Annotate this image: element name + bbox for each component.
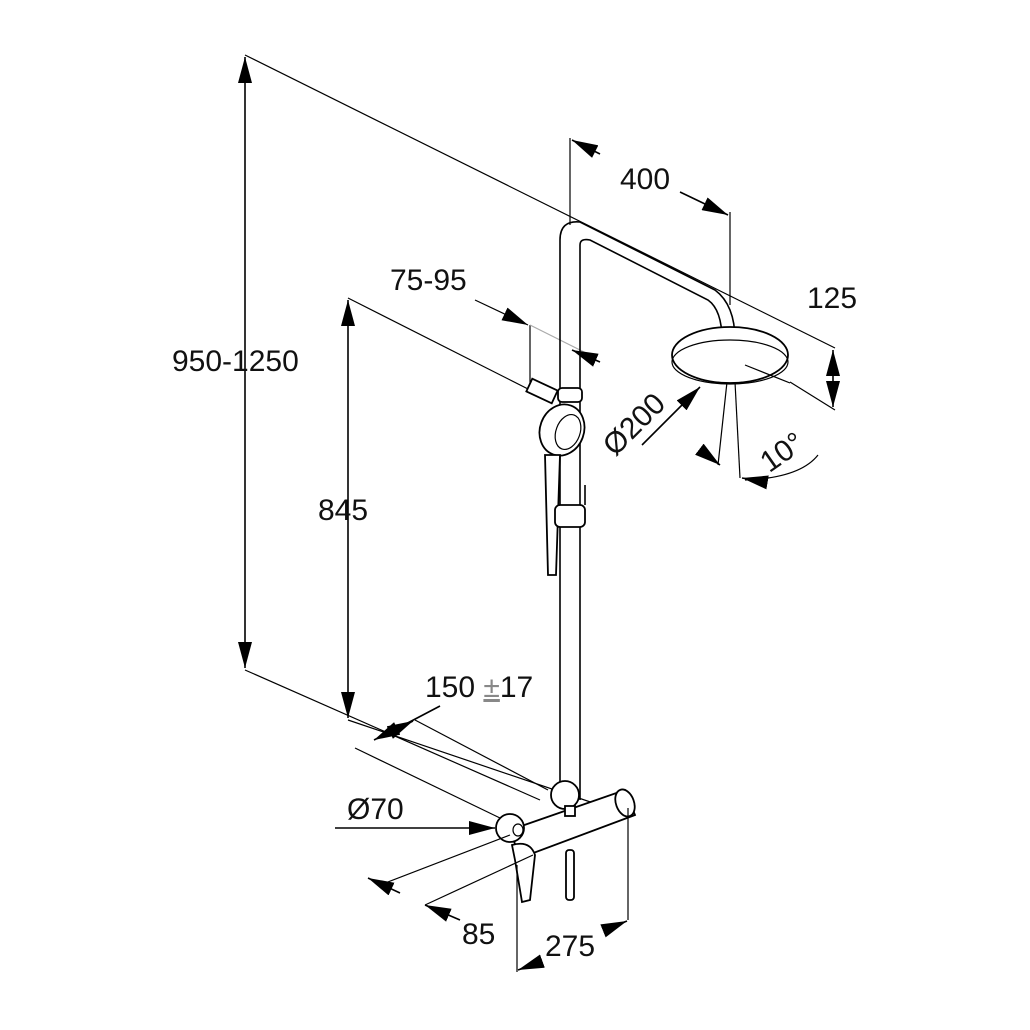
mixer-depth-label: 85 [462,918,496,951]
inlet-spacing-value: 150 [425,671,476,704]
inlet-spacing-label: 150 ±17 [425,673,533,703]
inlet-spacing-dimension [354,705,549,819]
total-height-label: 950-1250 [172,345,299,378]
shower-rail [559,221,791,800]
thermostatic-mixer [495,780,637,904]
hand-shower [525,377,586,576]
arm-length-dimension [569,138,731,305]
mixer-width-label: 275 [545,930,596,963]
arm-length-label: 400 [620,163,671,196]
total-height-dimension [238,54,836,801]
holder-height-label: 845 [318,494,369,527]
head-diameter-and-angle [641,381,819,490]
wall-distance-label: 75-95 [390,264,467,297]
escutcheon-diameter-label: Ø70 [347,793,404,826]
wall-distance-dimension [474,299,601,388]
head-drop-label: 125 [807,282,858,315]
mixer-depth-dimension [367,834,534,922]
head-drop-dimension [789,350,840,411]
mixer-width-dimension [516,808,629,972]
tolerance-sign: ± [483,671,500,704]
inlet-tolerance-value: 17 [499,671,534,704]
